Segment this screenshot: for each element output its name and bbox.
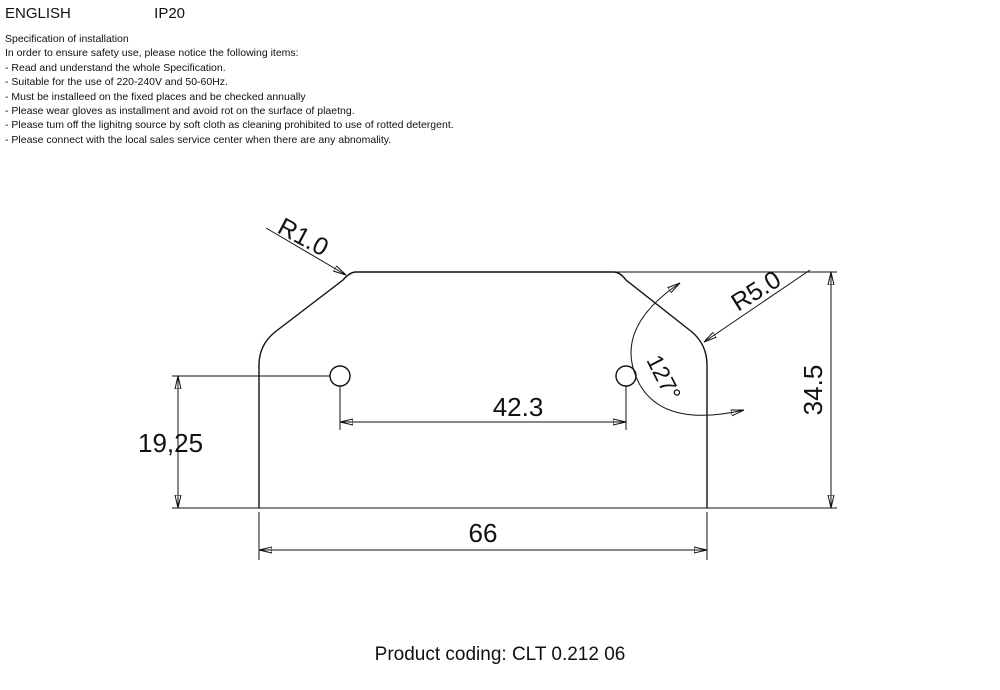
label-hole-height: 19,25 <box>138 428 203 458</box>
label-radius-small: R1.0 <box>273 213 333 263</box>
leader-radius-small <box>265 227 346 275</box>
label-width: 66 <box>469 518 498 548</box>
ip-rating: IP20 <box>154 5 186 22</box>
mounting-hole-left <box>329 365 351 387</box>
label-height: 34.5 <box>798 365 828 416</box>
instruction-item: - Must be installeed on the fixed places… <box>5 90 306 103</box>
instructions-title: Specification of installation <box>5 33 129 45</box>
instruction-item: - Suitable for the use of 220-240V and 5… <box>5 76 228 89</box>
instructions-intro: In order to ensure safety use, please no… <box>5 47 299 60</box>
installation-instructions: Specification of installation In order t… <box>5 32 454 147</box>
language-label: ENGLISH <box>5 5 71 22</box>
label-radius-large: R5.0 <box>726 265 786 317</box>
profile-outline <box>258 271 708 508</box>
product-coding: Product coding: CLT 0.212 06 <box>374 644 626 665</box>
instruction-item: - Please wear gloves as installment and … <box>5 105 355 118</box>
instruction-item: - Please tum off the lighitng source by … <box>5 119 454 132</box>
instruction-item: - Please connect with the local sales se… <box>5 133 392 146</box>
angle-arc <box>630 283 744 415</box>
header: ENGLISH IP20 <box>5 5 185 22</box>
label-hole-spacing: 42.3 <box>493 392 544 422</box>
instruction-item: - Read and understand the whole Specific… <box>5 61 226 74</box>
